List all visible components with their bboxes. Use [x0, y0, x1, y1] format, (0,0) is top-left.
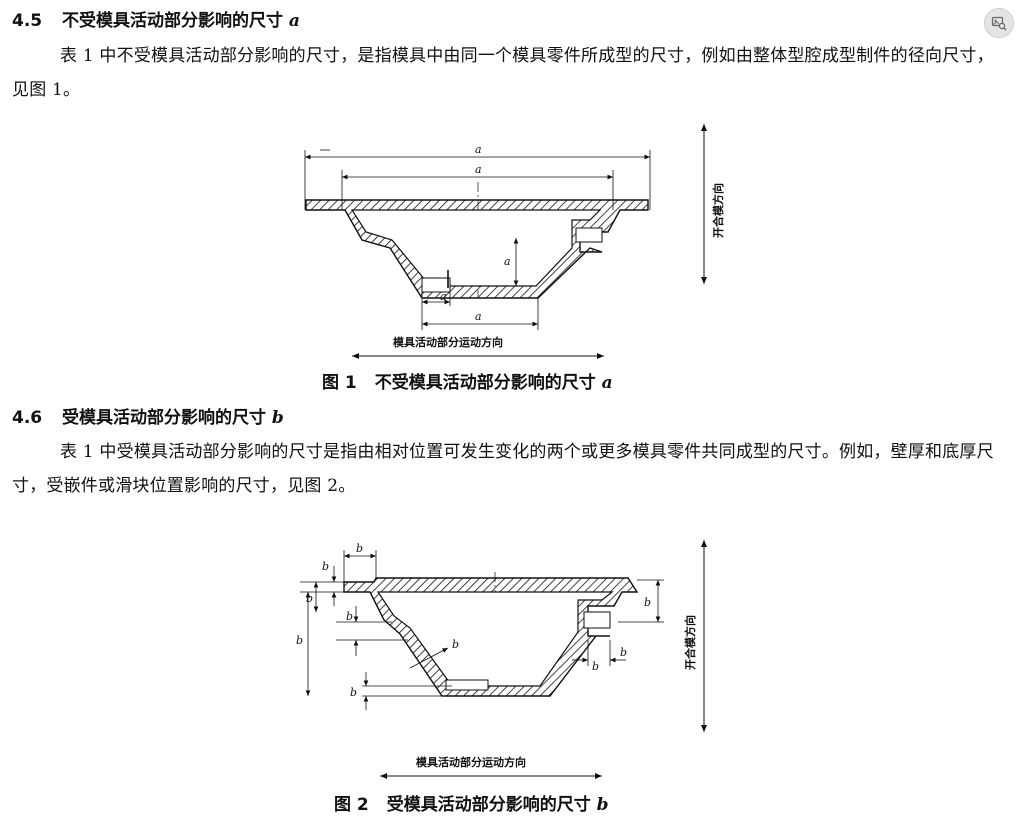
dim-label-b-slide-right: b: [620, 646, 627, 659]
dim-label-b-left: b: [306, 592, 313, 605]
dim-label-b-wall: b: [452, 638, 459, 651]
caption-title: 不受模具活动部分影响的尺寸: [374, 373, 596, 393]
caption-symbol: a: [601, 373, 613, 393]
dim-label-b-slide-left: b: [592, 660, 599, 673]
vertical-direction-label: 开合模方向: [711, 183, 725, 238]
dim-label-a-inner: a: [475, 163, 482, 176]
figure-1-caption: 图 1 不受模具活动部分影响的尺寸 a: [322, 372, 613, 394]
dim-label-a-top: a: [475, 143, 482, 156]
caption-number: 图 2: [334, 795, 369, 815]
section-number: 4.6: [12, 408, 43, 428]
section-title: 受模具活动部分影响的尺寸: [62, 408, 266, 428]
figure-1-drawing: a a a a a 模具活动部分运动方向 开合模方向: [290, 120, 730, 370]
paragraph-text: 表 1 中不受模具活动部分影响的尺寸，是指模具中由同一个模具零件所成型的尺寸，例…: [12, 46, 994, 100]
dim-label-b-overall: b: [296, 634, 303, 647]
dim-label-a-bottom: a: [475, 310, 482, 323]
dim-label-a-vertical: a: [504, 255, 511, 268]
caption-title: 受模具活动部分影响的尺寸: [386, 795, 591, 815]
paragraph-text: 表 1 中受模具活动部分影响的尺寸是指由相对位置可发生变化的两个或更多模具零件共…: [12, 442, 994, 496]
section-symbol: b: [271, 408, 284, 428]
horizontal-direction-label: 模具活动部分运动方向: [393, 335, 503, 349]
horizontal-direction-label: 模具活动部分运动方向: [416, 755, 526, 769]
dim-label-b-flange: b: [322, 560, 329, 573]
section-heading-4-5: 4.5 不受模具活动部分影响的尺寸 a: [12, 10, 300, 32]
dim-label-b-bottom: b: [350, 686, 357, 699]
dim-label-b-top: b: [356, 542, 363, 555]
caption-symbol: b: [596, 795, 609, 815]
section-heading-4-6: 4.6 受模具活动部分影响的尺寸 b: [12, 407, 284, 429]
dim-label-a-small: a: [440, 290, 447, 303]
section-title: 不受模具活动部分影响的尺寸: [62, 11, 283, 31]
caption-number: 图 1: [322, 373, 357, 393]
section-paragraph-4-5: 表 1 中不受模具活动部分影响的尺寸，是指模具中由同一个模具零件所成型的尺寸，例…: [12, 39, 1002, 107]
section-paragraph-4-6: 表 1 中受模具活动部分影响的尺寸是指由相对位置可发生变化的两个或更多模具零件共…: [12, 435, 1002, 503]
section-number: 4.5: [12, 11, 43, 31]
section-symbol: a: [288, 11, 300, 31]
figure-2-caption: 图 2 受模具活动部分影响的尺寸 b: [334, 794, 609, 816]
vertical-direction-label: 开合模方向: [683, 615, 697, 670]
dim-label-b-mid: b: [346, 610, 353, 623]
image-search-icon[interactable]: [984, 8, 1014, 38]
figure-2-drawing: b b b b b b b b b: [292, 536, 732, 779]
dim-label-b-right: b: [644, 596, 651, 609]
